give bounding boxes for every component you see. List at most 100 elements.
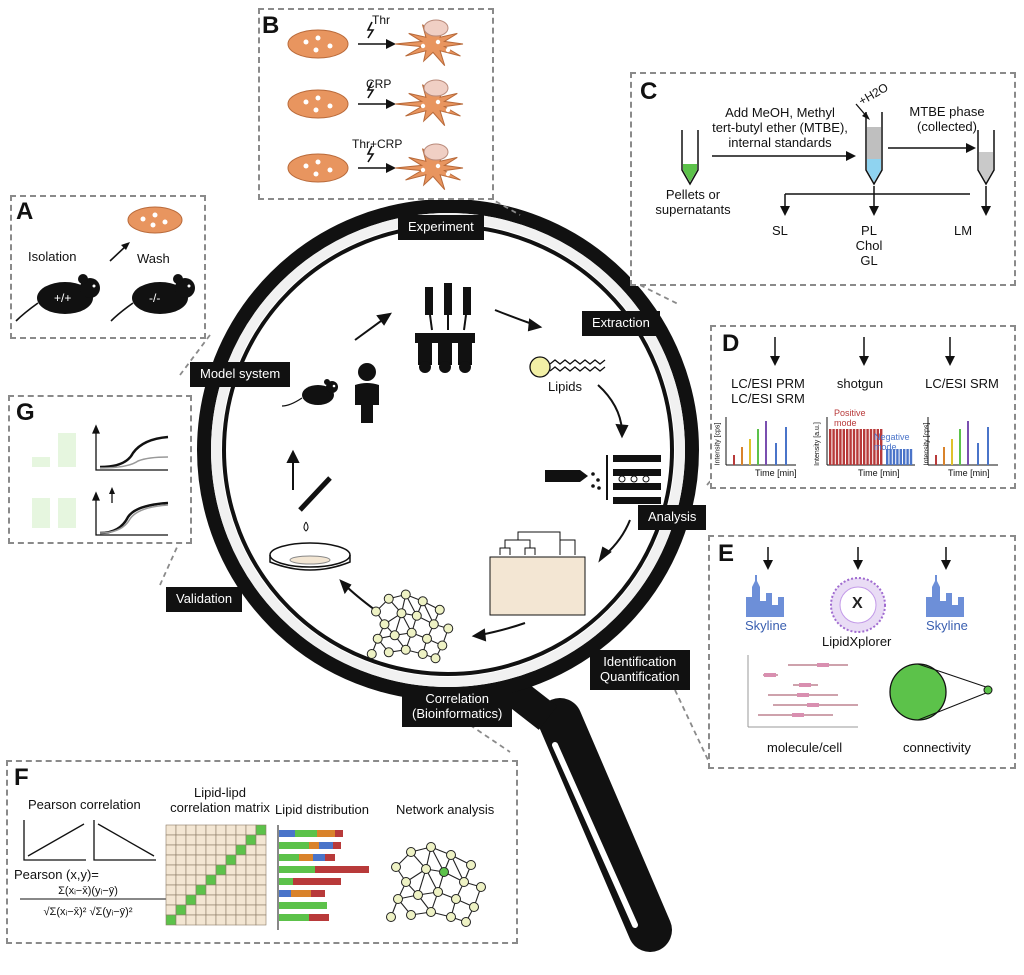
model-system-label[interactable]: Model system [190, 362, 291, 387]
distribution-segment [313, 854, 325, 861]
quantification-text: Quantification [600, 668, 680, 684]
treatment-thr-crp: Thr+CRP [352, 137, 403, 151]
network-node [383, 593, 394, 604]
matrix-cell [175, 914, 187, 926]
network-node [439, 867, 449, 877]
activation-icon-2 [366, 81, 375, 99]
matrix-cell [225, 904, 237, 916]
extraction-label[interactable]: Extraction [582, 311, 660, 336]
matrix-diagonal-cell [185, 894, 197, 906]
matrix-cell [205, 914, 217, 926]
matrix-cell [205, 894, 217, 906]
validation-bar-2 [58, 433, 76, 467]
matrix-cell [215, 894, 227, 906]
mtbe-line2: (collected) [917, 118, 977, 134]
panel-d-graphics [725, 337, 998, 466]
negative-mode-bar [899, 449, 902, 465]
network-node [459, 877, 469, 887]
y-label-2: Intensity [a.u.] [813, 422, 821, 466]
matrix-cell [175, 834, 187, 846]
matrix-diagonal-cell [205, 874, 217, 886]
network-node [406, 627, 417, 638]
matrix-cell [225, 884, 237, 896]
panel-c-letter: C [640, 78, 658, 105]
mtbe-phase-text: MTBE phase (collected) [897, 104, 997, 135]
matrix-cell [255, 854, 267, 866]
network-node [430, 653, 441, 664]
distribution-segment [315, 866, 369, 873]
wash-label: Wash [137, 251, 170, 266]
matrix-cell [195, 914, 207, 926]
matrix-cell [205, 834, 217, 846]
method-1: LC/ESI PRM LC/ESI SRM [718, 376, 818, 407]
correlation-label[interactable]: Correlation (Bioinformatics) [402, 687, 513, 727]
distribution-segment [279, 902, 327, 909]
network-node [401, 877, 411, 887]
validation-bar-1 [32, 457, 50, 467]
matrix-cell [255, 834, 267, 846]
activation-icon-3 [366, 145, 375, 163]
matrix-cell [175, 864, 187, 876]
matrix-cell [235, 904, 247, 916]
matrix-cell [195, 864, 207, 876]
matrix-cell [245, 824, 257, 836]
matrix-cell [175, 884, 187, 896]
analysis-label[interactable]: Analysis [638, 505, 707, 530]
matrix-cell [255, 844, 267, 856]
correlation-text: Correlation [425, 691, 489, 706]
experiment-label[interactable]: Experiment [398, 215, 484, 240]
reagents-line3: internal standards [728, 134, 832, 150]
reagents-line2: tert-butyl ether (MTBE), [712, 119, 848, 135]
matrix-cell [195, 844, 207, 856]
positive-mode-bar [849, 429, 852, 465]
kinetics-curve-2b [99, 504, 169, 534]
network-graph [386, 842, 486, 927]
matrix-cell [235, 834, 247, 846]
x-label-3: Time [min] [948, 468, 990, 478]
matrix-cell [185, 834, 197, 846]
matrix-cell [175, 854, 187, 866]
positive-mode-bar [859, 429, 862, 465]
matrix-line2: correlation matrix [170, 799, 270, 815]
matrix-cell [175, 824, 187, 836]
matrix-cell [215, 834, 227, 846]
lipidxplorer-logo [830, 577, 886, 633]
positive-mode-bar [856, 429, 859, 465]
positive-mode-label: Positive mode [834, 408, 866, 429]
matrix-cell [225, 894, 237, 906]
network-node [437, 640, 448, 651]
matrix-cell [215, 884, 227, 896]
network-node [413, 890, 423, 900]
matrix-cell [165, 884, 177, 896]
panel-d-letter: D [722, 330, 740, 357]
matrix-cell [185, 914, 197, 926]
tube-1-icon [681, 130, 699, 186]
sl-label: SL [772, 223, 788, 238]
matrix-cell [165, 864, 177, 876]
wild-type-label: +/+ [54, 291, 72, 305]
network-node [434, 604, 445, 615]
matrix-cell [185, 884, 197, 896]
matrix-cell [255, 914, 267, 926]
network-node [422, 633, 432, 644]
matrix-cell [165, 894, 177, 906]
resting-platelet-1 [287, 29, 349, 59]
validation-label[interactable]: Validation [166, 587, 243, 612]
x-label-1: Time [min] [755, 468, 797, 478]
distribution-segment [309, 842, 319, 849]
tube-2-icon [865, 112, 883, 186]
molecule-cell-label: molecule/cell [767, 740, 843, 755]
panel-g-letter: G [16, 399, 35, 426]
matrix-diagonal-cell [245, 834, 257, 846]
positive-mode-bar [852, 429, 856, 465]
matrix-cell [255, 884, 267, 896]
panel-e [708, 535, 1016, 769]
network-node [466, 860, 476, 870]
mouse-wt-icon [15, 274, 100, 322]
matrix-cell [205, 864, 217, 876]
matrix-cell [235, 884, 247, 896]
y-label-1: Intensity [cps] [714, 422, 722, 466]
identification-quantification-label[interactable]: Identification Quantification [590, 650, 690, 690]
matrix-cell [255, 894, 267, 906]
network-node [379, 619, 390, 630]
